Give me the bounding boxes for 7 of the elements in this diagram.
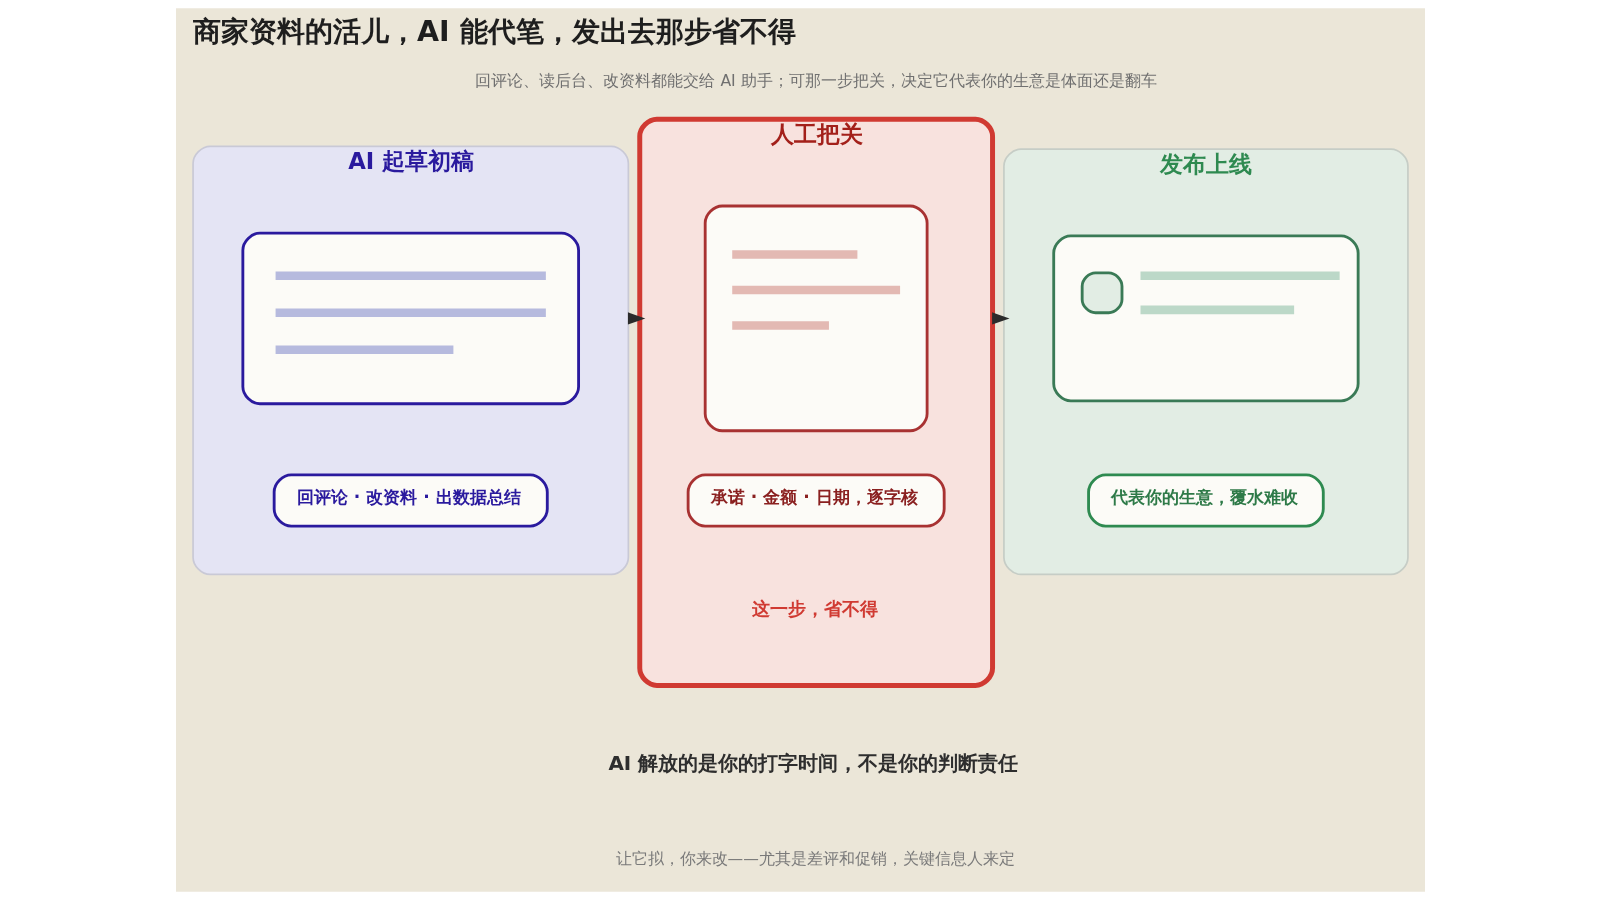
label: 让它拟，你来改——尤其是差评和促销，关键信息人来定 bbox=[615, 849, 1015, 869]
label: 回评论、读后台、改资料都能交给 AI 助手；可那一步把关，决定它代表你的生意是体面还是翻车 bbox=[474, 71, 1157, 91]
label: AI 解放的是你的打字时间，不是你的判断责任 bbox=[607, 752, 1018, 776]
node-box: 承诺 · 金额 · 日期，逐字核 bbox=[686, 473, 946, 528]
node-box: 代表你的生意，覆水难收 bbox=[1086, 473, 1325, 528]
node-box: 回评论 · 改资料 · 出数据总结 bbox=[272, 473, 549, 528]
diagram-title: 商家资料的活儿，AI 能代笔，发出去那步省不得 bbox=[192, 15, 796, 49]
